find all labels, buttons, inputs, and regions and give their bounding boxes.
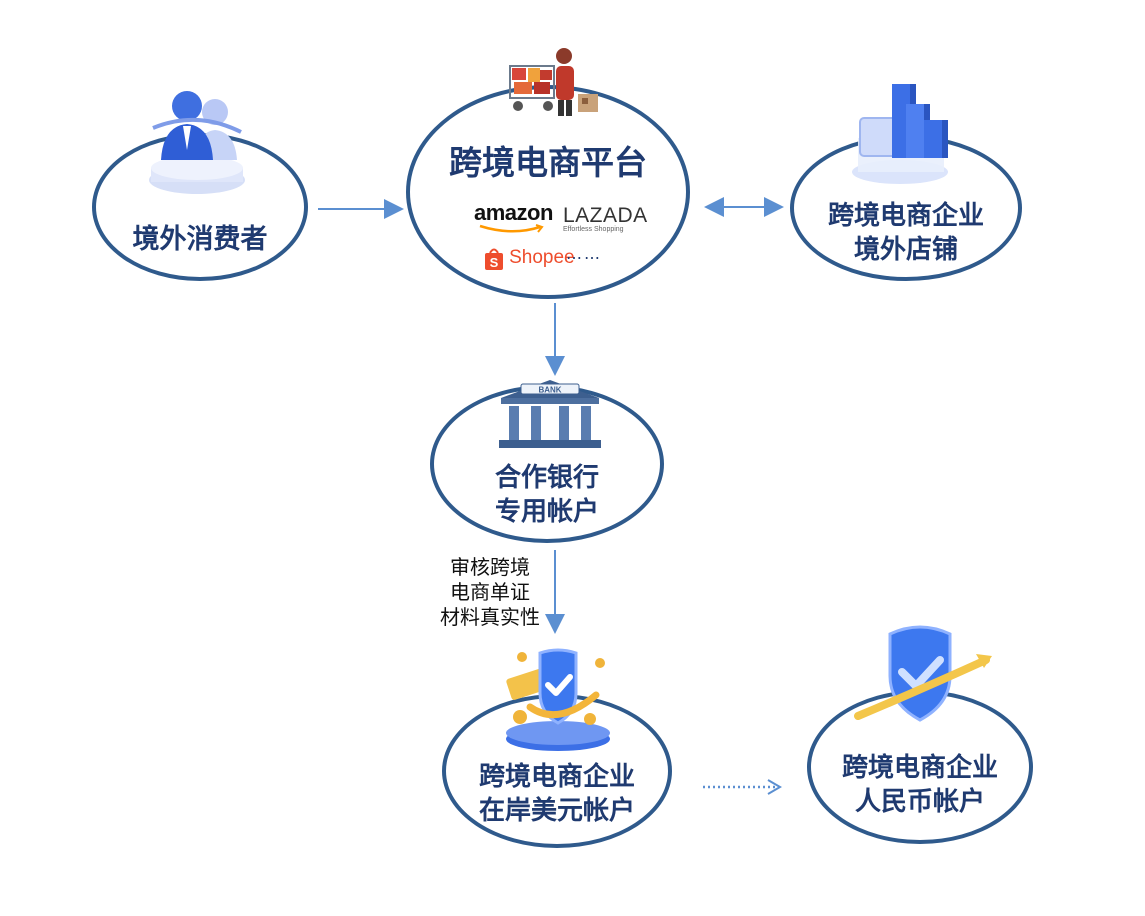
lazada-logo: LAZADA Effortless Shopping [563, 204, 648, 233]
node-overseas-consumer-label: 境外消费者 [92, 222, 308, 257]
amazon-logo: amazon [474, 200, 553, 233]
shield-coins-icon [506, 648, 610, 751]
shield-check-icon [854, 625, 992, 722]
review-note-line: 电商单证 [450, 580, 530, 604]
review-note-line: 材料真实性 [440, 605, 540, 629]
svg-text:S: S [490, 255, 499, 270]
label-line: 在岸美元帐户 [478, 795, 635, 826]
label-line: 跨境电商企业 [478, 762, 635, 792]
lazada-text: LAZADA [563, 204, 648, 227]
label-line: 跨境电商平台 [449, 143, 647, 182]
bar-chart-icon [852, 84, 948, 184]
label-line: 跨境电商企业 [827, 201, 984, 231]
bank-sign-text: BANK [538, 386, 561, 395]
label-line: 境外消费者 [132, 224, 268, 255]
shopee-bag-icon: S [485, 248, 503, 270]
label-line: 境外店铺 [853, 234, 958, 265]
node-ecommerce-platform-label: 跨境电商平台 [406, 142, 690, 185]
label-line: 跨境电商企业 [841, 753, 998, 783]
lazada-tagline: Effortless Shopping [563, 226, 624, 233]
more-platforms-ellipsis: …… [566, 244, 602, 263]
review-note-line: 审核跨境 [450, 555, 530, 579]
review-note: 审核跨境 电商单证 材料真实性 [426, 555, 554, 630]
node-ecommerce-platform [406, 85, 690, 299]
users-icon [149, 91, 245, 194]
label-line: 合作银行 [494, 463, 599, 493]
amazon-smile-icon [479, 224, 544, 233]
node-usd-account-label: 跨境电商企业 在岸美元帐户 [442, 761, 672, 829]
node-overseas-store-label: 跨境电商企业 境外店铺 [790, 200, 1022, 268]
node-rmb-account-label: 跨境电商企业 人民币帐户 [807, 752, 1033, 820]
label-line: 专用帐户 [494, 496, 599, 527]
node-partner-bank-label: 合作银行 专用帐户 [430, 462, 664, 530]
shopee-text: Shopee [509, 247, 575, 268]
arrow-usd-to-rmb-head [767, 779, 782, 795]
label-line: 人民币帐户 [854, 786, 985, 817]
shopee-logo: S Shopee [484, 246, 575, 270]
amazon-text: amazon [474, 200, 553, 225]
shopping-cart-icon [509, 48, 598, 116]
bank-icon: BANK [499, 380, 601, 448]
